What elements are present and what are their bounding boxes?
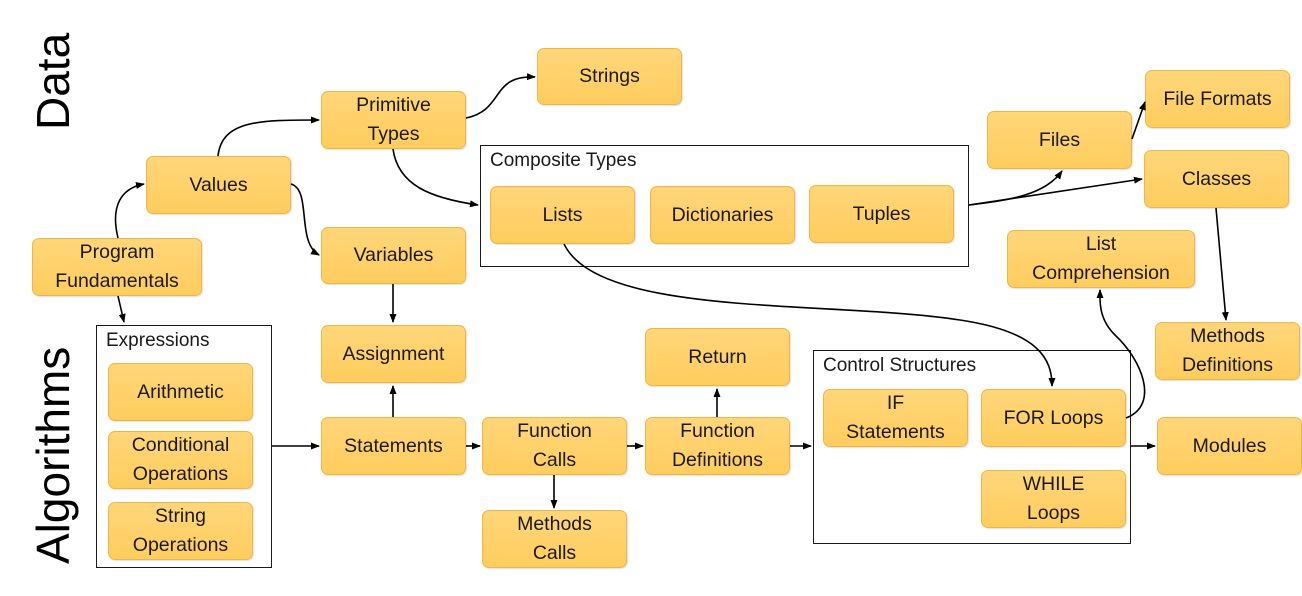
expressions-title: Expressions xyxy=(106,330,210,351)
edge-values-primitive xyxy=(217,116,320,157)
arithmetic-node: Arithmetic xyxy=(108,363,253,421)
edge-lists-forloops xyxy=(563,243,1056,387)
expressions-group: Expressions xyxy=(96,325,272,568)
methods-definitions-node: Methods Definitions xyxy=(1155,322,1300,380)
modules-node: Modules xyxy=(1157,417,1302,475)
lists-node: Lists xyxy=(490,186,635,244)
files-node: Files xyxy=(987,111,1132,169)
while-loops-node: WHILE Loops xyxy=(981,470,1126,528)
for-loops-node: FOR Loops xyxy=(981,389,1126,447)
composite-types-group: Composite Types xyxy=(480,145,969,267)
program-fundamentals-node: Program Fundamentals xyxy=(32,238,202,296)
edge-fundamentals-values xyxy=(114,181,145,239)
if-statements-node: IF Statements xyxy=(823,389,968,447)
function-calls-node: Function Calls xyxy=(482,417,627,475)
edge-files-fileformats xyxy=(1131,101,1146,140)
list-comprehension-node: List Comprehension xyxy=(1007,230,1195,288)
edge-values-variables xyxy=(290,183,320,256)
assignment-node: Assignment xyxy=(321,325,466,383)
dictionaries-node: Dictionaries xyxy=(650,186,795,244)
tuples-node: Tuples xyxy=(809,185,954,243)
conditional-operations-node: Conditional Operations xyxy=(108,431,253,489)
return-node: Return xyxy=(645,328,790,386)
edge-forloops-listcomp xyxy=(1096,289,1146,419)
classes-node: Classes xyxy=(1144,150,1289,208)
string-operations-node: String Operations xyxy=(108,502,253,560)
control-structures-title: Control Structures xyxy=(823,355,977,376)
edge-primitive-strings xyxy=(465,73,536,119)
primitive-types-node: Primitive Types xyxy=(321,91,466,149)
edge-composite-files xyxy=(968,170,1063,206)
edge-primitive-lists xyxy=(392,148,479,208)
function-definitions-node: Function Definitions xyxy=(645,417,790,475)
control-structures-group: Control Structures xyxy=(813,350,1131,544)
strings-node: Strings xyxy=(537,48,682,105)
statements-node: Statements xyxy=(321,417,466,475)
edge-composite-classes xyxy=(968,176,1143,206)
values-node: Values xyxy=(146,156,291,214)
variables-node: Variables xyxy=(321,227,466,284)
composite-types-title: Composite Types xyxy=(490,150,637,171)
file-formats-node: File Formats xyxy=(1145,70,1290,128)
edge-classes-methods xyxy=(1215,207,1229,321)
methods-calls-node: Methods Calls xyxy=(482,510,627,568)
edge-fundamentals-expressions xyxy=(117,295,126,323)
